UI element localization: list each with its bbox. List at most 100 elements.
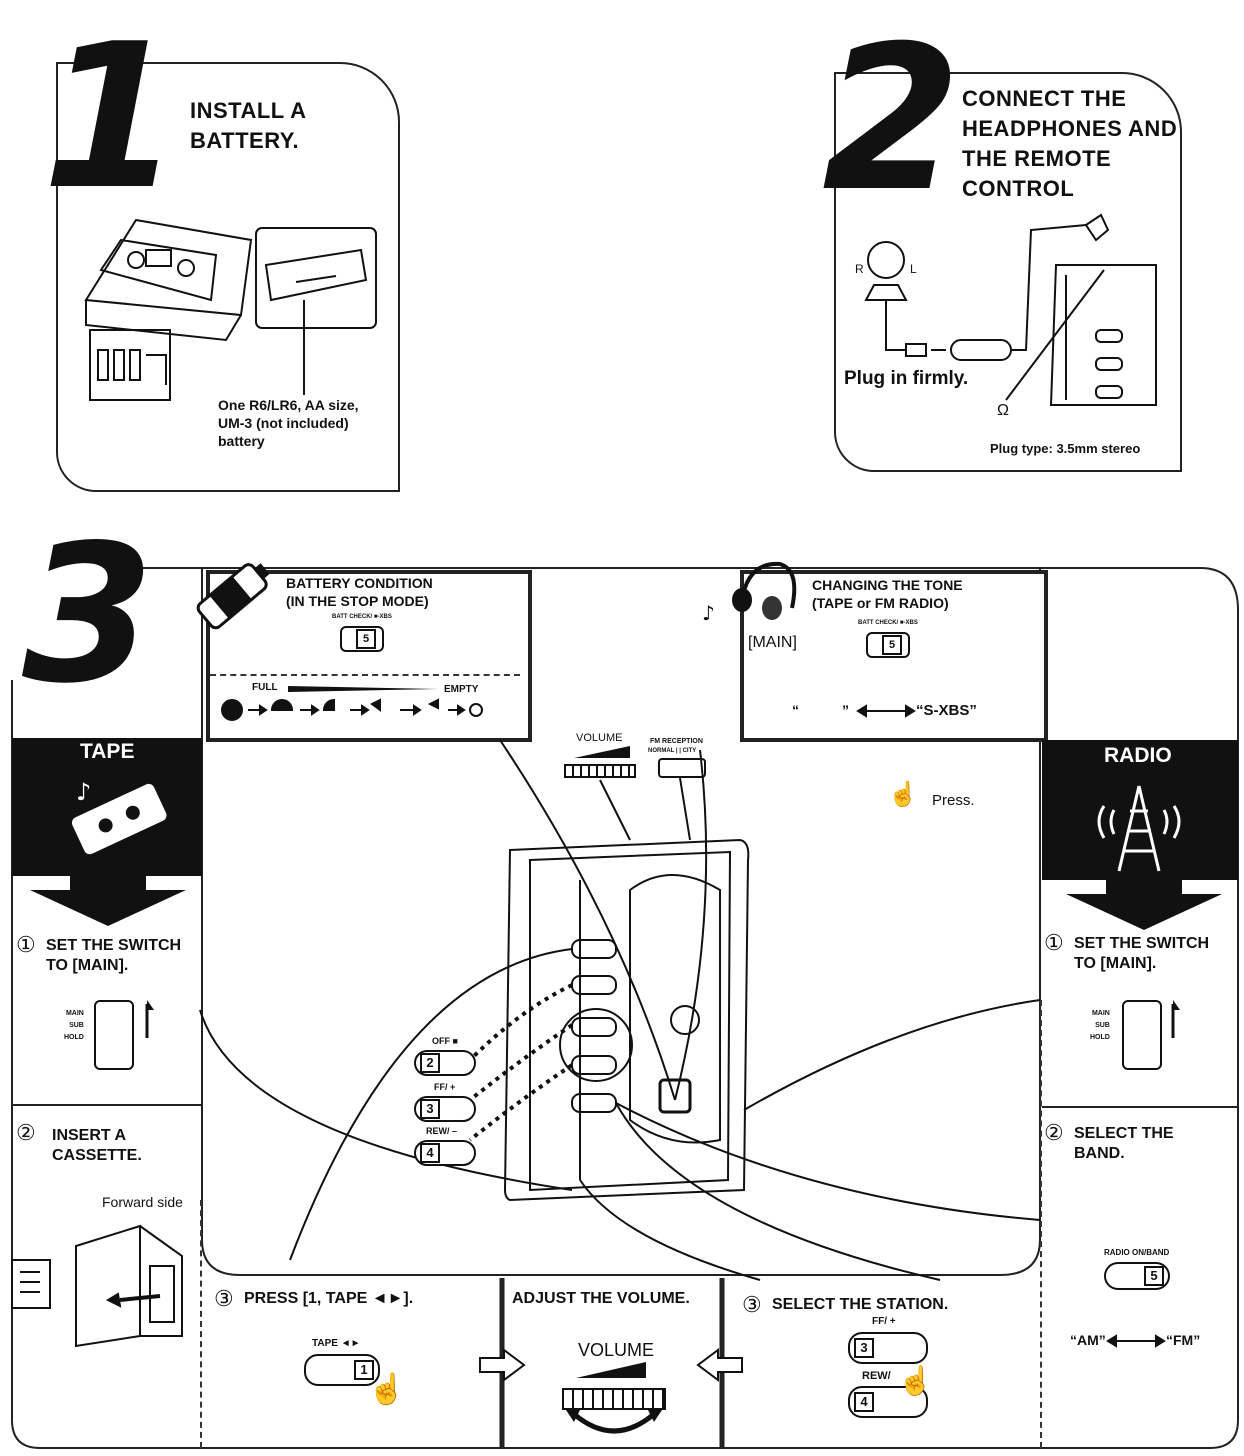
- tone-title-line2: (TAPE or FM RADIO): [812, 595, 949, 611]
- left-dashed-divider: [200, 1200, 202, 1448]
- volume-wedge-top: [574, 746, 630, 758]
- batt-check-label: BATT CHECK/ ■-XBS: [332, 614, 392, 620]
- radio-onband-key: 5: [1144, 1266, 1164, 1286]
- radio-header: RADIO: [1104, 744, 1172, 767]
- tape-step1-line1: SET THE SWITCH: [46, 937, 182, 954]
- battery-icon: [196, 563, 270, 630]
- full-label: FULL: [252, 682, 278, 693]
- tape-step1-line2: TO [MAIN].: [46, 957, 129, 974]
- tape-switch-labels: MAIN SUB HOLD: [64, 1008, 84, 1044]
- step2-title-line1: CONNECT THE: [962, 86, 1127, 111]
- am-fm-arrow: [1106, 1334, 1166, 1348]
- headphones-connection-illustration: [864, 213, 1157, 406]
- tape-down-arrow: [30, 876, 186, 926]
- tape-step2-circled: ②: [16, 1120, 36, 1145]
- tape-step2-line2: CASSETTE.: [52, 1147, 142, 1164]
- tone-xbs-label: “S-XBS”: [916, 702, 977, 719]
- radio-step3-circled: ③: [742, 1292, 762, 1317]
- radio-step1-line1: SET THE SWITCH: [1074, 935, 1210, 952]
- battery-condition-line1: BATTERY CONDITION: [286, 575, 433, 591]
- step2-title-line2: HEADPHONES AND: [962, 116, 1178, 141]
- radio-step1-circled: ①: [1044, 930, 1064, 955]
- tape-divider: [12, 1104, 202, 1106]
- tone-xbs-key: 5: [882, 635, 902, 655]
- headphone-symbol: Ω: [997, 402, 1009, 419]
- radio-onband-button[interactable]: 5: [1104, 1262, 1170, 1290]
- radio-step2-text: SELECT THE BAND.: [1074, 1124, 1174, 1164]
- battery-divider: [210, 674, 520, 676]
- radio-step3-text: SELECT THE STATION.: [772, 1296, 949, 1313]
- step1-number: 1: [42, 1, 182, 234]
- step2-title: CONNECT THE HEADPHONES AND THE REMOTE CO…: [962, 84, 1177, 204]
- tape-play-key: 1: [354, 1360, 374, 1380]
- arrow-right-to-volume: [479, 1348, 526, 1382]
- battery-level-bar: [288, 686, 438, 692]
- battery-level-icons: [221, 698, 483, 721]
- station-ff-key: 3: [854, 1338, 874, 1358]
- radio-down-arrow: [1066, 880, 1222, 930]
- step1-title-line1: INSTALL A: [190, 98, 307, 123]
- battery-install-illustration: [84, 218, 377, 401]
- ff-button[interactable]: 3: [414, 1096, 476, 1122]
- batt-check-key: 5: [356, 629, 376, 649]
- rew-label: REW/ –: [426, 1126, 458, 1136]
- radio-divider: [1042, 1106, 1238, 1108]
- radio-hold-switch[interactable]: [1122, 1000, 1162, 1070]
- rew-button[interactable]: 4: [414, 1140, 476, 1166]
- tape-step1-circled: ①: [16, 932, 36, 957]
- tape-step2-line1: INSERT A: [52, 1127, 127, 1144]
- volume-wedge-big: [576, 1362, 646, 1378]
- step1-title-line2: BATTERY.: [190, 128, 300, 153]
- tape-press-hand-icon: ☝: [368, 1373, 406, 1406]
- station-rew-key: 4: [854, 1392, 874, 1412]
- tape-step3-text: PRESS [1, TAPE ◄►].: [244, 1290, 414, 1307]
- station-ff-label: FF/ +: [872, 1316, 896, 1327]
- tape-switch-sub: SUB: [69, 1022, 84, 1029]
- station-rew-button[interactable]: 4: [848, 1386, 928, 1418]
- off-label: OFF ■: [432, 1036, 458, 1046]
- am-label: “AM”: [1070, 1332, 1106, 1348]
- stop-button[interactable]: 2: [414, 1050, 476, 1076]
- tape-header: TAPE: [80, 740, 135, 763]
- tape-icon: ♪: [71, 778, 167, 855]
- tone-quote-open: “: [792, 702, 799, 718]
- cassette-player-device: [199, 739, 1041, 1281]
- step1-note-line1: One R6/LR6, AA size,: [218, 397, 359, 413]
- tone-toggle-arrow: [856, 704, 916, 718]
- radio-switch-arrow: [1171, 1000, 1180, 1038]
- volume-wheel-big[interactable]: [562, 1388, 666, 1410]
- adjust-volume-text: ADJUST THE VOLUME.: [512, 1290, 690, 1307]
- tape-switch-hold: HOLD: [64, 1034, 84, 1041]
- radio-switch-hold: HOLD: [1090, 1034, 1110, 1041]
- step2-title-line4: CONTROL: [962, 176, 1075, 201]
- tape-step1-text: SET THE SWITCH TO [MAIN].: [46, 936, 181, 976]
- volume-wheel-top[interactable]: [564, 764, 636, 778]
- tone-title: CHANGING THE TONE (TAPE or FM RADIO): [812, 576, 963, 612]
- step1-panel: [56, 62, 400, 492]
- press-hand-icon: ☝: [888, 781, 918, 808]
- step1-note: One R6/LR6, AA size, UM-3 (not included)…: [218, 396, 388, 450]
- stop-key: 2: [420, 1053, 440, 1073]
- tone-quote-close: ”: [842, 702, 849, 718]
- station-rew-label: REW/: [862, 1370, 891, 1382]
- station-ff-button[interactable]: 3: [848, 1332, 928, 1364]
- headphones-icon: ♪: [702, 561, 797, 625]
- tone-xbs-button[interactable]: 5: [866, 632, 910, 658]
- radio-switch-main: MAIN: [1091, 1010, 1110, 1017]
- tape-switch-main: MAIN: [65, 1010, 84, 1017]
- radio-step2-circled: ②: [1044, 1120, 1064, 1145]
- station-press-hand-icon: ☝: [898, 1365, 933, 1396]
- tape-switch-arrow: [145, 1000, 154, 1038]
- ear-right-label: R: [855, 262, 864, 276]
- fm-reception-switch[interactable]: [658, 758, 706, 778]
- volume-rotate-arrow: [566, 1410, 662, 1434]
- plug-type-note: Plug type: 3.5mm stereo: [990, 441, 1141, 456]
- volume-top-label: VOLUME: [576, 732, 623, 744]
- ff-key: 3: [420, 1099, 440, 1119]
- tape-hold-switch[interactable]: [94, 1000, 134, 1070]
- empty-label: EMPTY: [444, 684, 479, 695]
- tape-step2-text: INSERT A CASSETTE.: [52, 1126, 142, 1166]
- plug-firmly-note: Plug in firmly.: [844, 368, 969, 389]
- tape-play-button[interactable]: 1: [304, 1354, 380, 1386]
- batt-check-button[interactable]: 5: [340, 626, 384, 652]
